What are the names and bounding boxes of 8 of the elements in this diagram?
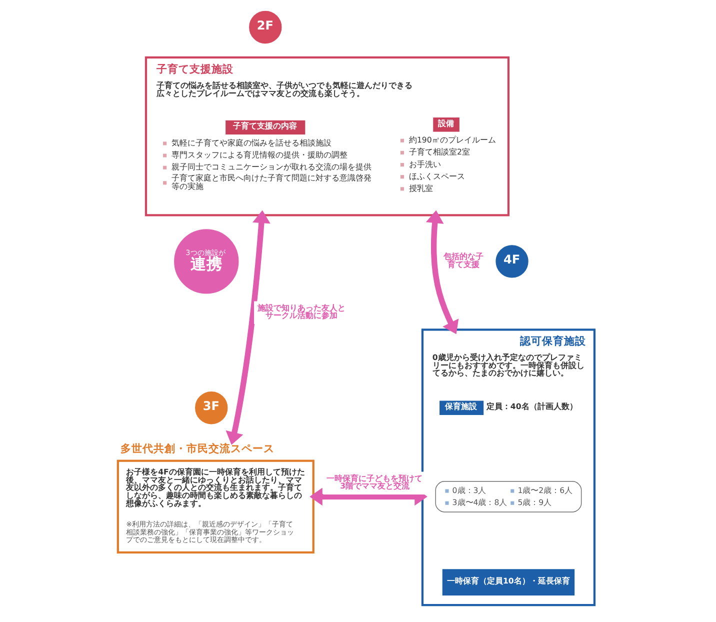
arrow xyxy=(309,488,427,506)
node-circle: 4F xyxy=(495,245,528,278)
arrow xyxy=(225,210,270,445)
node-circle: 2F xyxy=(248,10,282,44)
node-circle: 3F xyxy=(194,392,228,424)
node-circle: 3つの施設が 連携 xyxy=(174,229,238,294)
arrow xyxy=(425,210,458,334)
node-label: 多世代共創・市民交流スペース xyxy=(120,442,274,455)
